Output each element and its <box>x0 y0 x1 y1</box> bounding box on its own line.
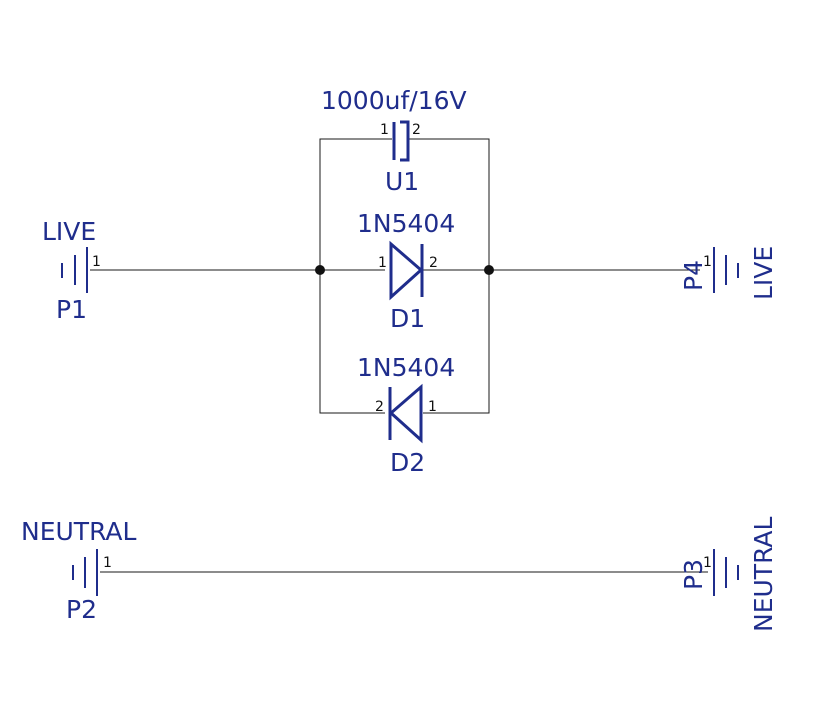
diode-d2-triangle <box>388 383 423 444</box>
connector-p2: NEUTRAL P2 1 <box>21 517 137 624</box>
u1-ref: U1 <box>385 167 419 196</box>
p1-pin: 1 <box>92 254 101 270</box>
p1-value: LIVE <box>42 217 96 246</box>
d2-ref: D2 <box>390 448 425 477</box>
capacitor-plate-right <box>400 120 410 162</box>
d2-value: 1N5404 <box>357 353 455 382</box>
wire-cap-loop <box>319 138 392 414</box>
p2-value: NEUTRAL <box>21 517 137 546</box>
p4-value: LIVE <box>749 246 778 300</box>
diode-d2: 1N5404 D2 2 1 <box>357 353 455 477</box>
diode-d1-triangle <box>389 240 424 301</box>
p3-ref: P3 <box>679 559 708 590</box>
junction-right <box>484 265 494 275</box>
junction-left <box>315 265 325 275</box>
u1-pin1: 1 <box>380 122 389 138</box>
p2-ref: P2 <box>66 595 97 624</box>
u1-pin2: 2 <box>412 122 421 138</box>
d1-value: 1N5404 <box>357 209 455 238</box>
d1-ref: D1 <box>390 304 425 333</box>
connector-p3: P3 NEUTRAL 1 <box>679 516 778 632</box>
p1-ref: P1 <box>56 295 87 324</box>
capacitor-u1: 1000uf/16V U1 1 2 <box>321 86 467 196</box>
d2-pin2: 2 <box>375 399 384 415</box>
wire-cap-loop-right <box>408 138 490 414</box>
p3-pin: 1 <box>703 555 712 571</box>
u1-value: 1000uf/16V <box>321 86 467 115</box>
p4-pin: 1 <box>703 254 712 270</box>
d1-pin1: 1 <box>378 255 387 271</box>
diode-d1: 1N5404 D1 1 2 <box>357 209 455 333</box>
p3-value: NEUTRAL <box>749 516 778 632</box>
d2-pin1: 1 <box>428 399 437 415</box>
p4-ref: P4 <box>679 260 708 291</box>
wires <box>90 138 708 573</box>
connector-p1: LIVE P1 1 <box>42 217 101 324</box>
d1-pin2: 2 <box>429 255 438 271</box>
connector-p4: P4 LIVE 1 <box>679 246 778 300</box>
p2-pin: 1 <box>103 555 112 571</box>
